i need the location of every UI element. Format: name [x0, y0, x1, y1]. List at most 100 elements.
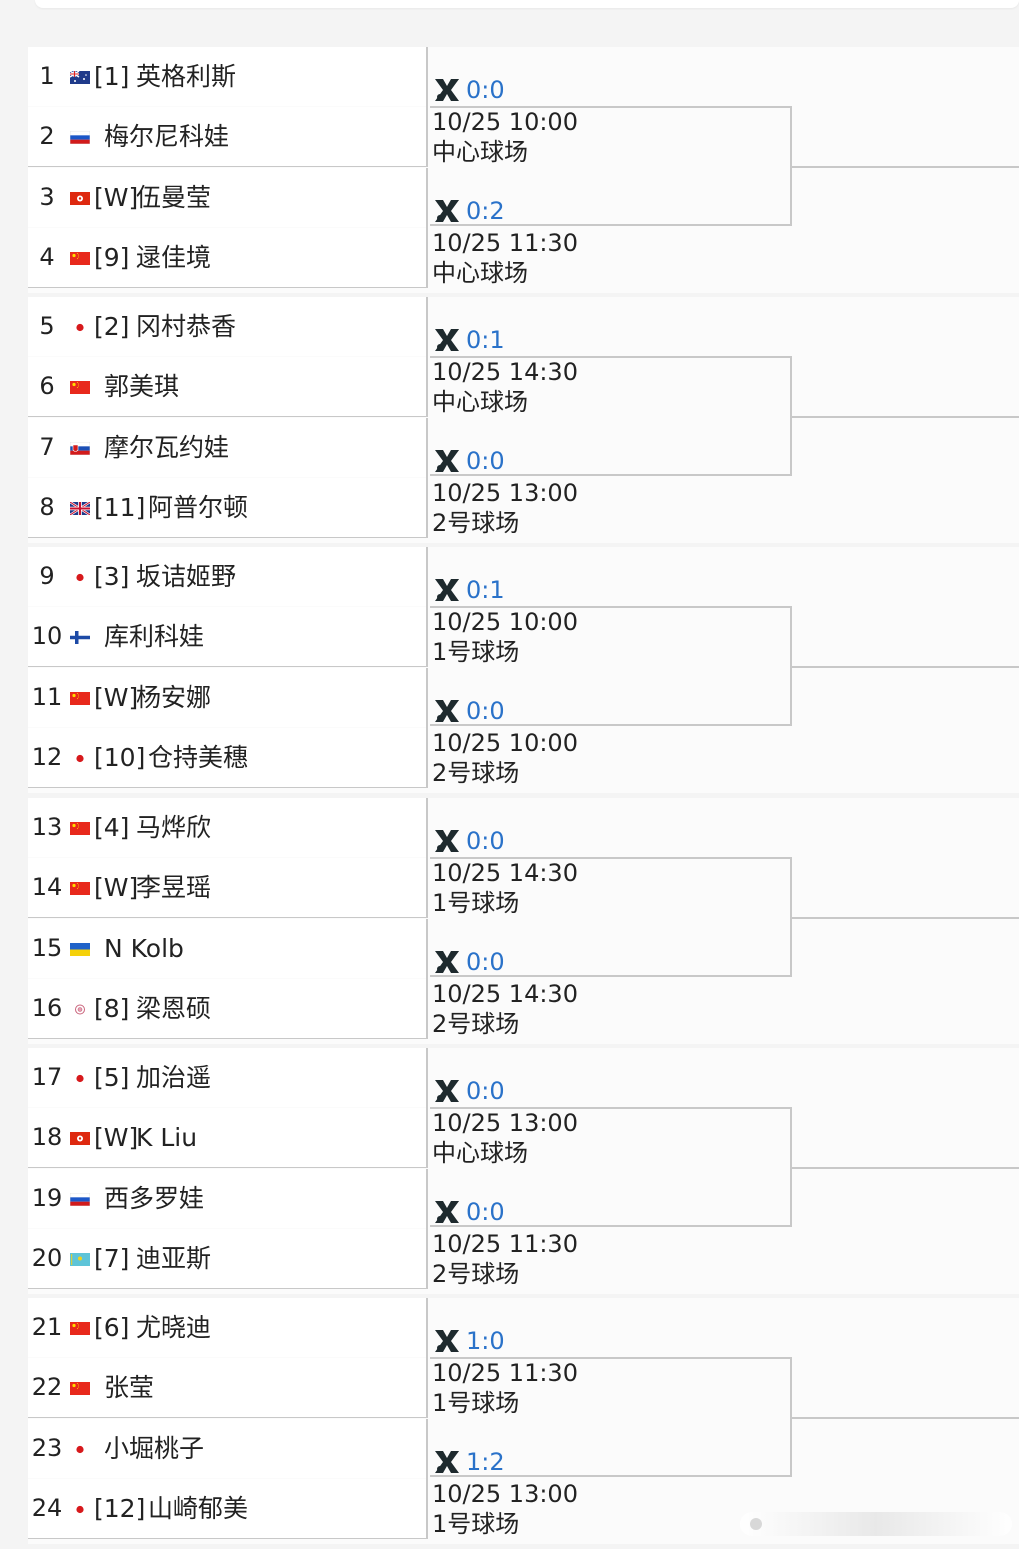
player-name[interactable]: N Kolb	[104, 933, 184, 963]
player-row[interactable]: 10 库利科娃	[28, 607, 426, 667]
russia-flag-icon	[69, 129, 91, 145]
player-name[interactable]: 仓持美穗	[148, 743, 249, 773]
player-name[interactable]: 西多罗娃	[104, 1183, 205, 1213]
score-row[interactable]: 1:0	[432, 1326, 505, 1356]
match-time: 10/25 13:00	[432, 1108, 578, 1137]
player-row[interactable]: 13 [4] 马烨欣	[28, 797, 426, 857]
player-seed: [10]	[94, 743, 146, 773]
player-row[interactable]: 12 [10] 仓持美穗	[28, 728, 426, 788]
match-court: 中心球场	[432, 259, 528, 287]
player-seed: [4]	[94, 812, 130, 842]
player-name[interactable]: 加治遥	[136, 1062, 212, 1092]
player-name[interactable]: 小堀桃子	[104, 1434, 205, 1463]
japan-flag-icon	[70, 319, 90, 335]
score-row[interactable]: 0:0	[432, 947, 505, 977]
player-row[interactable]: 16 [8] 梁恩硕	[28, 978, 426, 1038]
match-time: 10/25 14:30	[432, 979, 578, 1008]
match-score[interactable]: 1:2	[466, 1448, 505, 1476]
draw-position: 20	[31, 1243, 63, 1272]
player-name[interactable]: 李昱瑶	[136, 872, 212, 902]
player-name[interactable]: 杨安娜	[136, 683, 212, 713]
chinese-taipei-flag-icon	[70, 1001, 90, 1016]
score-row[interactable]: 0:1	[432, 575, 505, 605]
next-round-line	[792, 1166, 1019, 1169]
player-name[interactable]: 英格利斯	[136, 62, 237, 91]
player-name[interactable]: 尤晓迪	[136, 1313, 212, 1342]
player-name[interactable]: 马烨欣	[136, 812, 212, 842]
player-name[interactable]: 郭美琪	[104, 372, 180, 402]
score-row[interactable]: 0:0	[432, 826, 505, 856]
score-row[interactable]: 0:0	[432, 1076, 505, 1106]
player-row[interactable]: 18 [W] K Liu	[28, 1107, 426, 1167]
player-row[interactable]: 11 [W] 杨安娜	[28, 668, 426, 728]
player-row[interactable]: 21 [6] 尤晓迪	[28, 1298, 426, 1357]
player-name[interactable]: 阿普尔顿	[148, 493, 249, 523]
player-row[interactable]: 5 [2] 冈村恭香	[28, 297, 426, 357]
player-row[interactable]: 14 [W] 李昱瑶	[28, 857, 426, 917]
player-seed: [12]	[94, 1494, 146, 1523]
match-score[interactable]: 0:0	[466, 447, 505, 476]
match-score[interactable]: 0:1	[466, 576, 505, 605]
draw-position: 12	[31, 743, 63, 772]
player-name[interactable]: K Liu	[136, 1122, 198, 1152]
score-row[interactable]: 0:2	[432, 196, 505, 226]
badminton-icon	[432, 1077, 462, 1105]
score-row[interactable]: 0:0	[432, 696, 505, 726]
player-row[interactable]: 22 张莹	[28, 1358, 426, 1417]
player-row[interactable]: 7 摩尔瓦约娃	[28, 418, 426, 478]
score-row[interactable]: 0:0	[432, 75, 505, 105]
draw-position: 4	[39, 243, 55, 271]
match-time: 10/25 10:00	[432, 608, 578, 637]
player-name[interactable]: 坂诘姬野	[136, 562, 237, 592]
draw-position: 8	[39, 493, 55, 522]
japan-flag-icon	[70, 1441, 90, 1456]
player-row[interactable]: 2 梅尔尼科娃	[28, 107, 426, 166]
player-row[interactable]: 4 [9] 逯佳境	[28, 228, 426, 287]
player-name[interactable]: 冈村恭香	[136, 312, 237, 342]
player-seed: [2]	[94, 312, 130, 342]
score-row[interactable]: 0:0	[432, 446, 505, 476]
match-court: 2号球场	[432, 509, 520, 538]
match-pair	[28, 418, 428, 539]
match-score[interactable]: 0:0	[466, 826, 505, 855]
player-name[interactable]: 迪亚斯	[136, 1243, 212, 1273]
player-row[interactable]: 1 [1] 英格利斯	[28, 47, 426, 106]
round-connector-box	[430, 606, 792, 727]
player-row[interactable]: 17 [5] 加治遥	[28, 1047, 426, 1107]
player-name[interactable]: 张莹	[104, 1373, 155, 1402]
player-row[interactable]: 19 西多罗娃	[28, 1168, 426, 1228]
match-score[interactable]: 0:2	[466, 197, 505, 225]
score-row[interactable]: 0:1	[432, 325, 505, 355]
player-row[interactable]: 15 N Kolb	[28, 918, 426, 978]
match-score[interactable]: 0:0	[466, 697, 505, 726]
player-name[interactable]: 库利科娃	[104, 622, 205, 652]
match-court: 1号球场	[432, 1389, 520, 1417]
player-row[interactable]: 9 [3] 坂诘姬野	[28, 547, 426, 607]
player-row[interactable]: 24 [12] 山崎郁美	[28, 1479, 426, 1538]
match-score[interactable]: 0:0	[466, 947, 505, 976]
player-name[interactable]: 伍曼莹	[136, 183, 212, 212]
match-score[interactable]: 0:0	[466, 1076, 505, 1105]
player-name[interactable]: 山崎郁美	[148, 1494, 249, 1523]
player-row[interactable]: 20 [7] 迪亚斯	[28, 1228, 426, 1288]
match-score[interactable]: 0:0	[466, 1197, 505, 1226]
player-name[interactable]: 梁恩硕	[136, 993, 212, 1023]
match-score[interactable]: 1:0	[466, 1327, 505, 1355]
player-row[interactable]: 6 郭美琪	[28, 357, 426, 417]
match-court: 2号球场	[432, 759, 520, 788]
match-score[interactable]: 0:0	[466, 76, 505, 104]
player-row[interactable]: 8 [11] 阿普尔顿	[28, 478, 426, 538]
score-row[interactable]: 0:0	[432, 1197, 505, 1227]
japan-flag-icon	[70, 750, 90, 766]
player-name[interactable]: 逯佳境	[136, 243, 212, 272]
player-row[interactable]: 23 小堀桃子	[28, 1419, 426, 1478]
player-name[interactable]: 摩尔瓦约娃	[104, 433, 230, 463]
match-score[interactable]: 0:1	[466, 326, 505, 355]
china-flag-icon	[70, 250, 90, 265]
player-row[interactable]: 3 [W] 伍曼莹	[28, 168, 426, 227]
score-row[interactable]: 1:2	[432, 1447, 505, 1477]
draw-position: 22	[31, 1373, 63, 1401]
player-name[interactable]: 梅尔尼科娃	[104, 122, 230, 151]
